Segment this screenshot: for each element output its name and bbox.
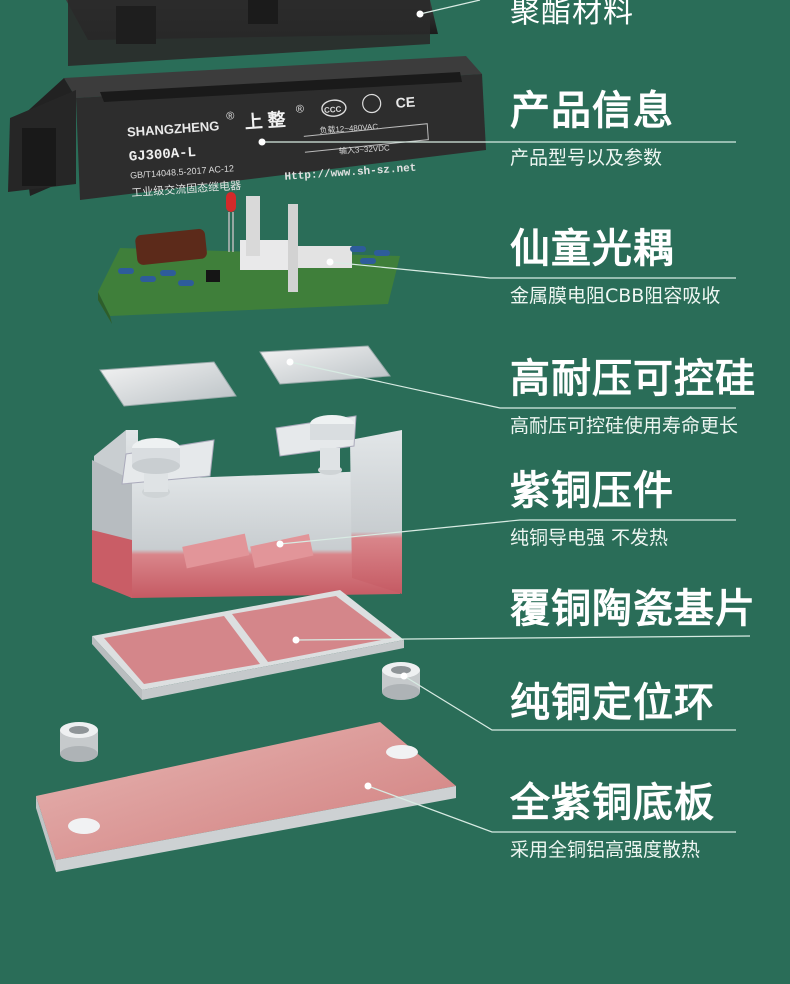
positioning-ring-left (60, 722, 98, 762)
label-title: 全紫铜底板 (510, 780, 715, 826)
cert-seal-icon (362, 93, 382, 114)
label-title: 纯铜定位环 (510, 680, 715, 726)
relay-housing: SHANGZHENG ® 上 整 ® CCC CE GJ300A-L 负载12~… (8, 56, 486, 200)
label-title: 聚酯材料 (510, 0, 634, 30)
label-title: 高耐压可控硅 (510, 356, 756, 402)
label-ceramic: 覆铜陶瓷基片 (510, 586, 756, 632)
label-title: 覆铜陶瓷基片 (510, 586, 756, 632)
label-title: 紫铜压件 (510, 468, 674, 514)
label-title: 产品信息 (510, 88, 674, 134)
label-ring: 纯铜定位环 (510, 680, 715, 726)
label-thyristor: 高耐压可控硅 高耐压可控硅使用寿命更长 (510, 356, 756, 438)
label-subtitle: 产品型号以及参数 (510, 147, 663, 169)
screw-left (132, 438, 180, 498)
label-subtitle: 纯铜导电强 不发热 (510, 527, 669, 549)
input-spec: 输入3~32VDC (339, 142, 391, 156)
label-product-info: 产品信息 产品型号以及参数 (510, 88, 674, 170)
label-subtitle: 高耐压可控硅使用寿命更长 (510, 415, 739, 437)
pcb-board (98, 192, 400, 324)
registered-mark: ® (226, 110, 235, 123)
label-polyester: 聚酯材料 (510, 0, 634, 36)
positioning-ring-right (382, 662, 420, 700)
label-optocoupler: 仙童光耦 金属膜电阻CBB阻容吸收 (510, 226, 720, 308)
label-subtitle: 采用全铜铝高强度散热 (510, 839, 701, 861)
model-number: GJ300A-L (128, 145, 196, 166)
ce-mark: CE (395, 94, 416, 111)
label-subtitle: 金属膜电阻CBB阻容吸收 (510, 285, 721, 307)
leader-dots (258, 10, 424, 790)
thyristor-chips (99, 345, 391, 407)
registered-mark-2: ® (296, 103, 305, 116)
copper-bracket (92, 415, 402, 598)
leader-lines (262, 0, 751, 833)
brand-english: SHANGZHENG (127, 118, 220, 139)
label-title: 仙童光耦 (510, 226, 674, 272)
ceramic-substrate (92, 590, 404, 700)
top-cover (66, 0, 438, 66)
svg-text:CCC: CCC (324, 105, 342, 115)
copper-base-plate (36, 722, 456, 872)
label-base-plate: 全紫铜底板 采用全铜铝高强度散热 (510, 780, 715, 862)
load-spec: 负载12~480VAC (319, 121, 379, 135)
screw-right (310, 415, 354, 475)
ccc-logo: CCC (321, 99, 347, 117)
label-copper-press: 紫铜压件 纯铜导电强 不发热 (510, 468, 674, 550)
brand-chinese: 上 整 (244, 109, 286, 133)
